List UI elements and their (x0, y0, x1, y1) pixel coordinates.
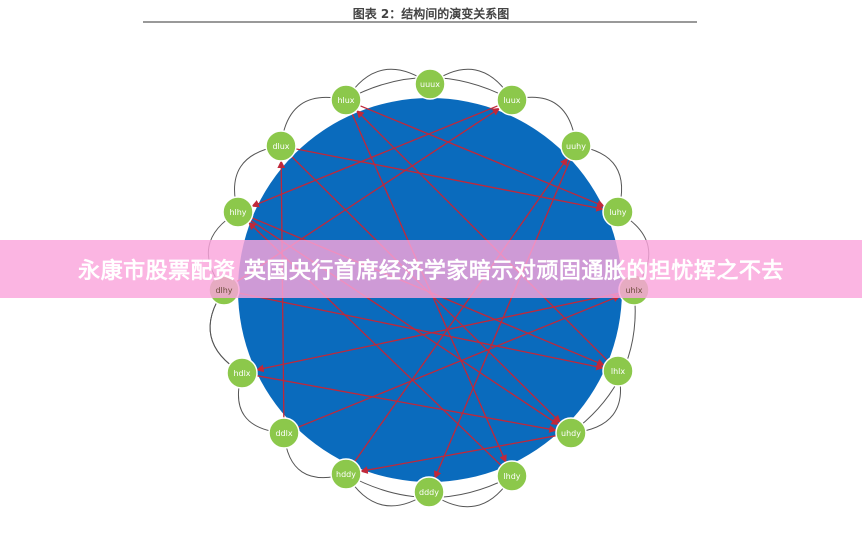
edge-luux-hlhy (251, 105, 499, 208)
edge-hddy-uuhy (354, 157, 568, 463)
node-luux (496, 84, 528, 116)
edge-uhlx-hdlx (255, 292, 620, 373)
edge-hlux-luhy (359, 105, 605, 208)
overlay-banner: 永康市股票配资 英国央行首席经济学家暗示对顽固通胀的担忧挥之不去 (0, 240, 862, 298)
diagram-title: 图表 2：结构间的演变关系图 (352, 7, 510, 21)
node-uuhy (560, 130, 592, 162)
node-dlux (265, 130, 297, 162)
node-hlhy (222, 196, 254, 228)
edge-uhdy-hddy (359, 435, 557, 474)
node-hlux (330, 84, 362, 116)
edge-uuhy-dddy (434, 159, 571, 479)
node-lhdy (496, 460, 528, 492)
node-luhy (602, 196, 634, 228)
node-uuux (414, 68, 446, 100)
edge-ddlx-uhlx (297, 294, 621, 428)
edge-dlux-luhy (295, 148, 605, 212)
node-dddy (413, 476, 445, 508)
edge-dlhy-lhlx (238, 292, 605, 371)
title-underline (143, 21, 697, 23)
edge-hdlx-uhdy (256, 375, 558, 433)
node-hddy (330, 458, 362, 490)
node-hdlx (226, 357, 258, 389)
node-ddlx (268, 417, 300, 449)
banner-text: 永康市股票配资 英国央行首席经济学家暗示对顽固通胀的担忧挥之不去 (78, 259, 784, 284)
node-uhdy (555, 417, 587, 449)
node-lhlx (602, 355, 634, 387)
edge-lhlx-hlux (356, 110, 608, 361)
